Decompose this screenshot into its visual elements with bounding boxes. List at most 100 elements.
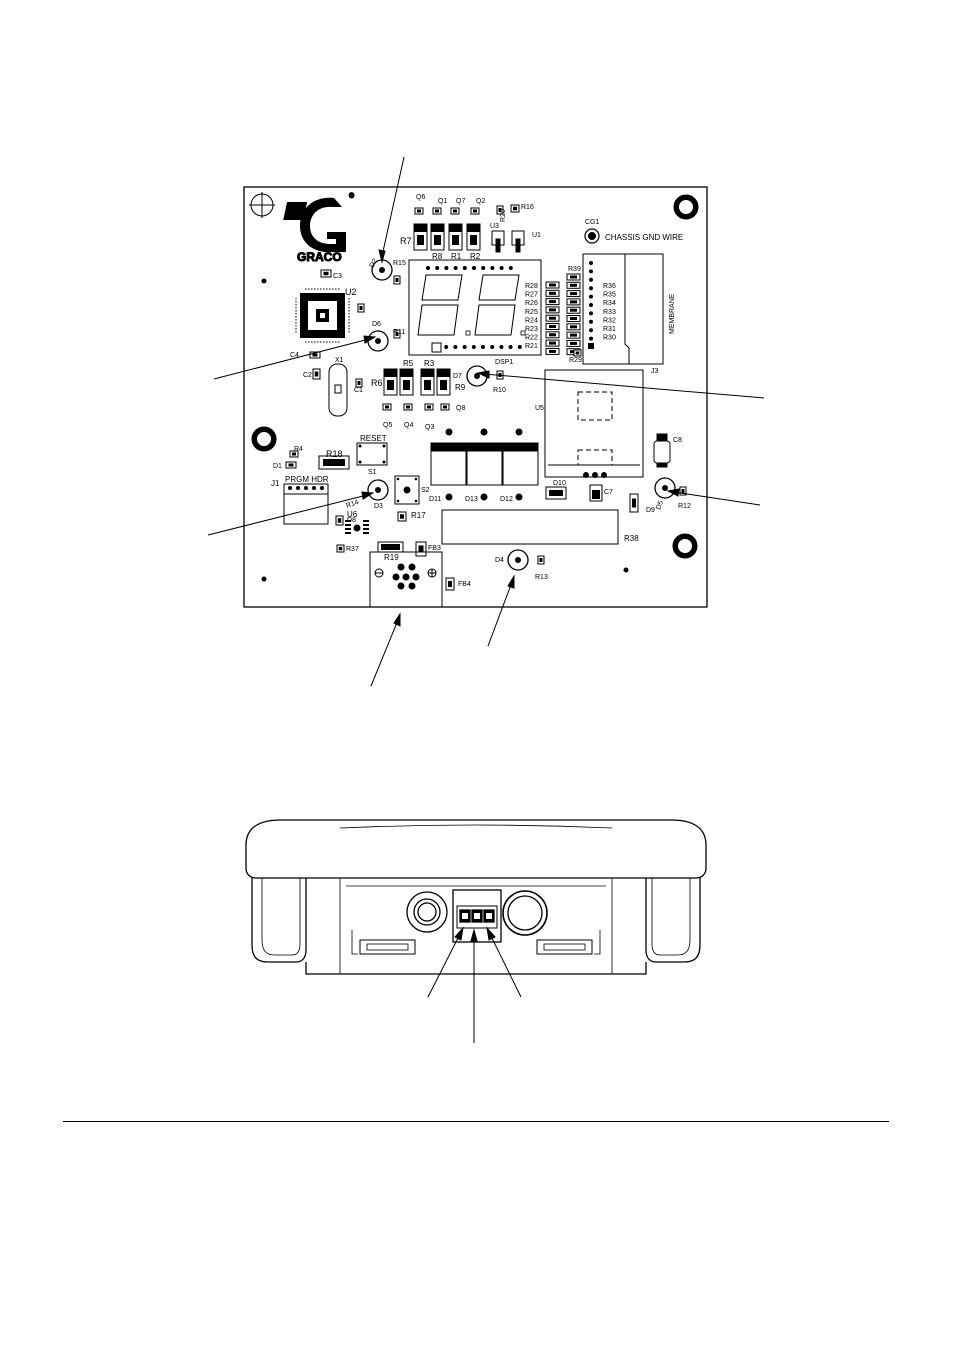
label-r12: R12: [678, 503, 691, 510]
label-u5: U5: [535, 405, 544, 412]
label-d13: D13: [465, 496, 478, 503]
horizontal-rule: [63, 1121, 889, 1122]
label-r19: R19: [384, 553, 399, 562]
u6-chip: [345, 520, 369, 534]
label-c1: C1: [354, 387, 363, 394]
relay-blocks: [430, 428, 539, 501]
prgm-hdr-label: PRGM HDR: [285, 475, 329, 484]
label-r21: R21: [525, 343, 538, 350]
seven-segment-display: [408, 259, 542, 356]
label-r25: R25: [525, 309, 538, 316]
j1-program-header: [283, 483, 329, 525]
label-dsp1: DSP1: [495, 359, 513, 366]
crosshair-icon: [249, 192, 275, 218]
label-r5: R5: [403, 359, 414, 368]
label-r22: R22: [525, 335, 538, 342]
label-r10: R10: [493, 387, 506, 394]
crystal-x1: [328, 363, 348, 417]
label-c4: C4: [290, 352, 299, 359]
label-r3: R3: [424, 359, 435, 368]
label-d4: D4: [495, 557, 504, 564]
capacitor-c8: [653, 433, 671, 468]
label-r6: R6: [371, 378, 383, 388]
label-r9: R9: [455, 383, 466, 392]
label-q4: Q4: [404, 422, 413, 429]
label-r1: R1: [451, 252, 462, 261]
registered-mark: ®: [349, 192, 355, 200]
terminal-strip: [441, 509, 619, 545]
led-indicators: [367, 259, 676, 571]
label-q5: Q5: [383, 422, 392, 429]
label-r14: R14: [345, 499, 360, 510]
label-d8: D8: [347, 517, 356, 524]
label-u3: U3: [490, 223, 499, 230]
u3-u1-regulators: [491, 230, 525, 253]
label-r4: R4: [294, 446, 303, 453]
label-q1: Q1: [438, 198, 447, 205]
membrane-label: MEMBRANE: [669, 293, 676, 334]
mounting-hole-icon: [251, 194, 699, 559]
label-r2: R2: [470, 252, 481, 261]
label-r20: R20: [500, 209, 507, 222]
label-r8: R8: [432, 252, 443, 261]
label-c8: C8: [673, 437, 682, 444]
bottom-connector: [369, 551, 443, 608]
u2-chip: [295, 288, 350, 343]
label-d6: D6: [372, 321, 381, 328]
graco-logo-text: GRACO: [297, 250, 342, 264]
label-cg1: CG1: [585, 219, 600, 226]
chassis-gnd-label: CHASSIS GND WIRE: [605, 233, 683, 242]
pcb-board: GRACO ®: [243, 186, 708, 608]
label-fb4: FB4: [458, 581, 471, 588]
label-d12: D12: [500, 496, 513, 503]
label-d2: D2: [369, 258, 380, 269]
chassis-ground-point: [584, 228, 600, 244]
label-c3: C3: [333, 273, 342, 280]
label-s1: S1: [368, 469, 377, 476]
label-r38: R38: [624, 534, 639, 543]
reset-label: RESET: [360, 434, 387, 443]
label-r17: R17: [411, 511, 426, 520]
label-r13: R13: [535, 574, 548, 581]
device-bottom-view: [245, 819, 707, 975]
label-d10: D10: [553, 480, 566, 487]
label-r33: R33: [603, 309, 616, 316]
label-r28: R28: [525, 283, 538, 290]
board-outline: [243, 186, 708, 608]
label-q7: Q7: [456, 198, 465, 205]
reset-switch-s1: [356, 442, 388, 466]
label-r18: R18: [326, 449, 343, 459]
label-q6: Q6: [416, 194, 425, 201]
label-r27: R27: [525, 292, 538, 299]
label-q2: Q2: [476, 198, 485, 205]
label-r32: R32: [603, 317, 616, 324]
label-u2: U2: [345, 287, 357, 297]
label-r24: R24: [525, 317, 538, 324]
label-r39: R39: [568, 266, 581, 273]
label-r23: R23: [525, 326, 538, 333]
label-r37: R37: [346, 546, 359, 553]
u5-module: [544, 369, 644, 478]
label-d1: D1: [273, 463, 282, 470]
resistor-ladder-r21-r28: [545, 281, 560, 355]
label-d7: D7: [453, 373, 462, 380]
label-d11: D11: [429, 496, 441, 503]
label-c2: C2: [303, 372, 312, 379]
label-r35: R35: [603, 292, 616, 299]
label-fb3: FB3: [428, 545, 441, 552]
label-r7: R7: [400, 236, 412, 246]
label-d5: D5: [655, 500, 665, 511]
label-c7: C7: [604, 489, 613, 496]
label-r36: R36: [603, 283, 616, 290]
terminal-callout-lines: [427, 926, 522, 1043]
label-r29: R29: [569, 357, 582, 364]
label-u6: U6: [347, 510, 358, 519]
label-r16: R16: [521, 204, 534, 211]
label-s2: S2: [421, 487, 430, 494]
graco-logo-icon: GRACO ®: [283, 192, 356, 265]
label-r11: R11: [393, 329, 405, 336]
callout-lines: [207, 156, 765, 687]
label-x1: X1: [335, 357, 344, 364]
label-d3: D3: [374, 503, 383, 510]
